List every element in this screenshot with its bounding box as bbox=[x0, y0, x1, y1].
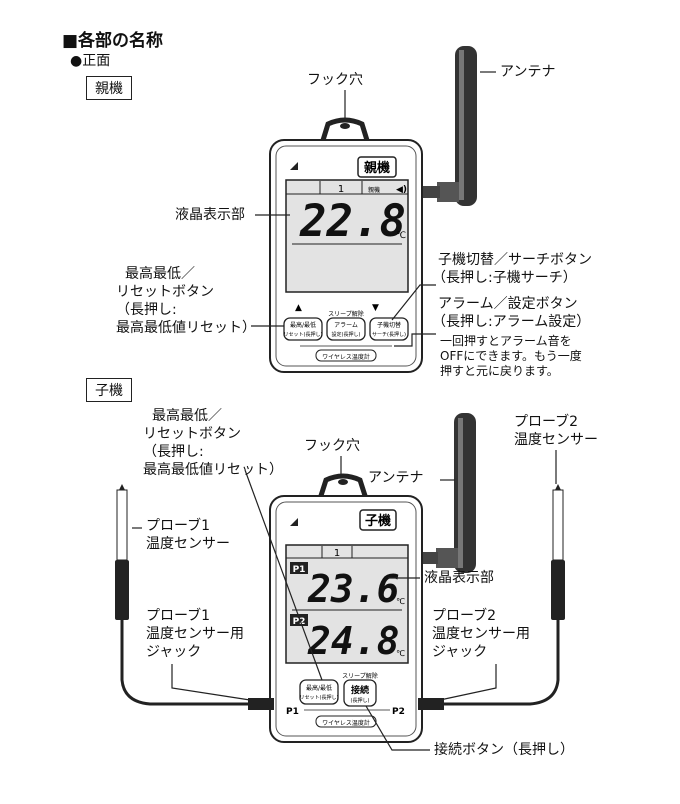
child-maxmin-line-4: 最高最低値リセット） bbox=[143, 462, 283, 478]
child-reading-2: 24.8 bbox=[307, 619, 400, 663]
child-reading-1: 23.6 bbox=[307, 567, 400, 611]
parent-antenna bbox=[416, 46, 477, 206]
child-probe2-jack-1: プローブ2 bbox=[432, 608, 497, 624]
child-lcd-unit-1: ℃ bbox=[396, 597, 405, 606]
child-lcd-p1: P1 bbox=[293, 565, 306, 575]
child-jack-p2-tag: P2 bbox=[392, 707, 405, 717]
parent-maxmin-button[interactable] bbox=[283, 317, 323, 341]
child-probe1-jack-2: 温度センサー用 bbox=[146, 626, 244, 642]
parent-lcd-label: 液晶表示部 bbox=[175, 207, 245, 223]
parent-alarm-note-1: 一回押すとアラーム音を bbox=[440, 334, 572, 348]
child-lcd-label: 液晶表示部 bbox=[424, 570, 494, 586]
child-maxmin-line-1: 最高最低／ bbox=[152, 408, 222, 424]
child-lcd-unit-2: ℃ bbox=[396, 649, 405, 658]
child-probe1-sensor-1: プローブ1 bbox=[146, 518, 211, 534]
parent-alarm-button[interactable] bbox=[326, 317, 366, 341]
child-badge: 子機 bbox=[365, 513, 391, 529]
parent-sleep-text: スリープ解除 bbox=[328, 310, 364, 318]
parent-alarm-note-3: 押すと元に戻ります。 bbox=[440, 364, 559, 378]
child-probe2-sensor-2: 温度センサー bbox=[514, 432, 598, 448]
parent-footer: ワイヤレス温度計 bbox=[322, 353, 370, 361]
parent-btn-child-1: 子機切替 bbox=[377, 321, 401, 329]
svg-text:◀): ◀) bbox=[396, 185, 407, 195]
section-title: ■各部の名称 bbox=[62, 31, 164, 51]
child-btn-maxmin-2: リセット(長押し) bbox=[300, 694, 339, 701]
child-maxmin-line-2: リセットボタン bbox=[143, 426, 241, 442]
child-probe2-sensor-1: プローブ2 bbox=[514, 414, 579, 430]
parent-hook-hole-label: フック穴 bbox=[307, 72, 363, 88]
parent-btn-alarm-2: 設定(長押し) bbox=[332, 331, 361, 338]
parent-alarm-note-2: OFFにできます。もう一度 bbox=[440, 349, 582, 363]
child-sleep-text: スリープ解除 bbox=[342, 672, 378, 680]
parent-down-arrow: ▼ bbox=[372, 303, 379, 313]
child-lcd-channel: 1 bbox=[334, 548, 340, 559]
parent-lcd-channel: 1 bbox=[338, 184, 344, 195]
parent-child-switch-line-1: 子機切替／サーチボタン bbox=[438, 252, 592, 268]
child-probe2-jack-3: ジャック bbox=[432, 644, 488, 660]
child-connect-label: 接続ボタン（長押し） bbox=[434, 742, 574, 758]
child-antenna-label: アンテナ bbox=[368, 470, 424, 486]
child-connect-button[interactable] bbox=[343, 679, 377, 707]
child-jack-p1-tag: P1 bbox=[286, 707, 299, 717]
parent-antenna-label: アンテナ bbox=[500, 64, 556, 80]
child-hook-hole-label: フック穴 bbox=[304, 438, 360, 454]
child-probe2-jack-2: 温度センサー用 bbox=[432, 626, 530, 642]
child-btn-maxmin-1: 最高/最低 bbox=[306, 684, 332, 692]
parent-lcd-unit: ℃ bbox=[396, 231, 406, 241]
parent-maxmin-line-1: 最高最低／ bbox=[125, 266, 195, 282]
parent-maxmin-line-3: （長押し: bbox=[116, 302, 177, 318]
child-probe1-sensor-2: 温度センサー bbox=[146, 536, 230, 552]
parent-badge: 親機 bbox=[364, 160, 390, 176]
child-maxmin-button[interactable] bbox=[299, 679, 339, 705]
child-probe1-jack-3: ジャック bbox=[146, 644, 202, 660]
child-btn-connect-2: (長押し) bbox=[351, 697, 370, 704]
parent-lcd-indicator: 親機 bbox=[368, 186, 380, 194]
probe1 bbox=[115, 484, 274, 710]
child-btn-connect-1: 接続 bbox=[351, 684, 369, 696]
parent-maxmin-line-4: 最高最低値リセット） bbox=[116, 320, 256, 336]
probe2 bbox=[418, 484, 565, 710]
parent-btn-maxmin-2: リセット(長押し) bbox=[284, 331, 323, 338]
parent-btn-child-2: サーチ(長押し) bbox=[372, 331, 406, 338]
parent-alarm-line-1: アラーム／設定ボタン bbox=[438, 296, 578, 312]
parent-btn-alarm-1: アラーム bbox=[334, 322, 358, 329]
child-footer: ワイヤレス温度計 bbox=[322, 719, 370, 727]
parent-btn-maxmin-1: 最高/最低 bbox=[290, 321, 316, 329]
parent-child-switch-button[interactable] bbox=[369, 317, 409, 341]
child-lcd-p2: P2 bbox=[293, 617, 306, 627]
parent-alarm-line-2: （長押し:アラーム設定） bbox=[432, 314, 591, 330]
child-probe1-jack-1: プローブ1 bbox=[146, 608, 211, 624]
child-antenna bbox=[414, 413, 476, 573]
parent-lcd-reading: 22.8 bbox=[299, 196, 406, 247]
child-box-label: 子機 bbox=[86, 378, 132, 402]
parent-up-arrow: ▲ bbox=[295, 303, 302, 313]
parent-maxmin-line-2: リセットボタン bbox=[116, 284, 214, 300]
child-maxmin-line-3: （長押し: bbox=[143, 444, 204, 460]
parent-box-label: 親機 bbox=[86, 76, 132, 100]
parent-child-switch-line-2: （長押し:子機サーチ） bbox=[432, 270, 577, 286]
subheading-front: ●正面 bbox=[70, 53, 111, 69]
